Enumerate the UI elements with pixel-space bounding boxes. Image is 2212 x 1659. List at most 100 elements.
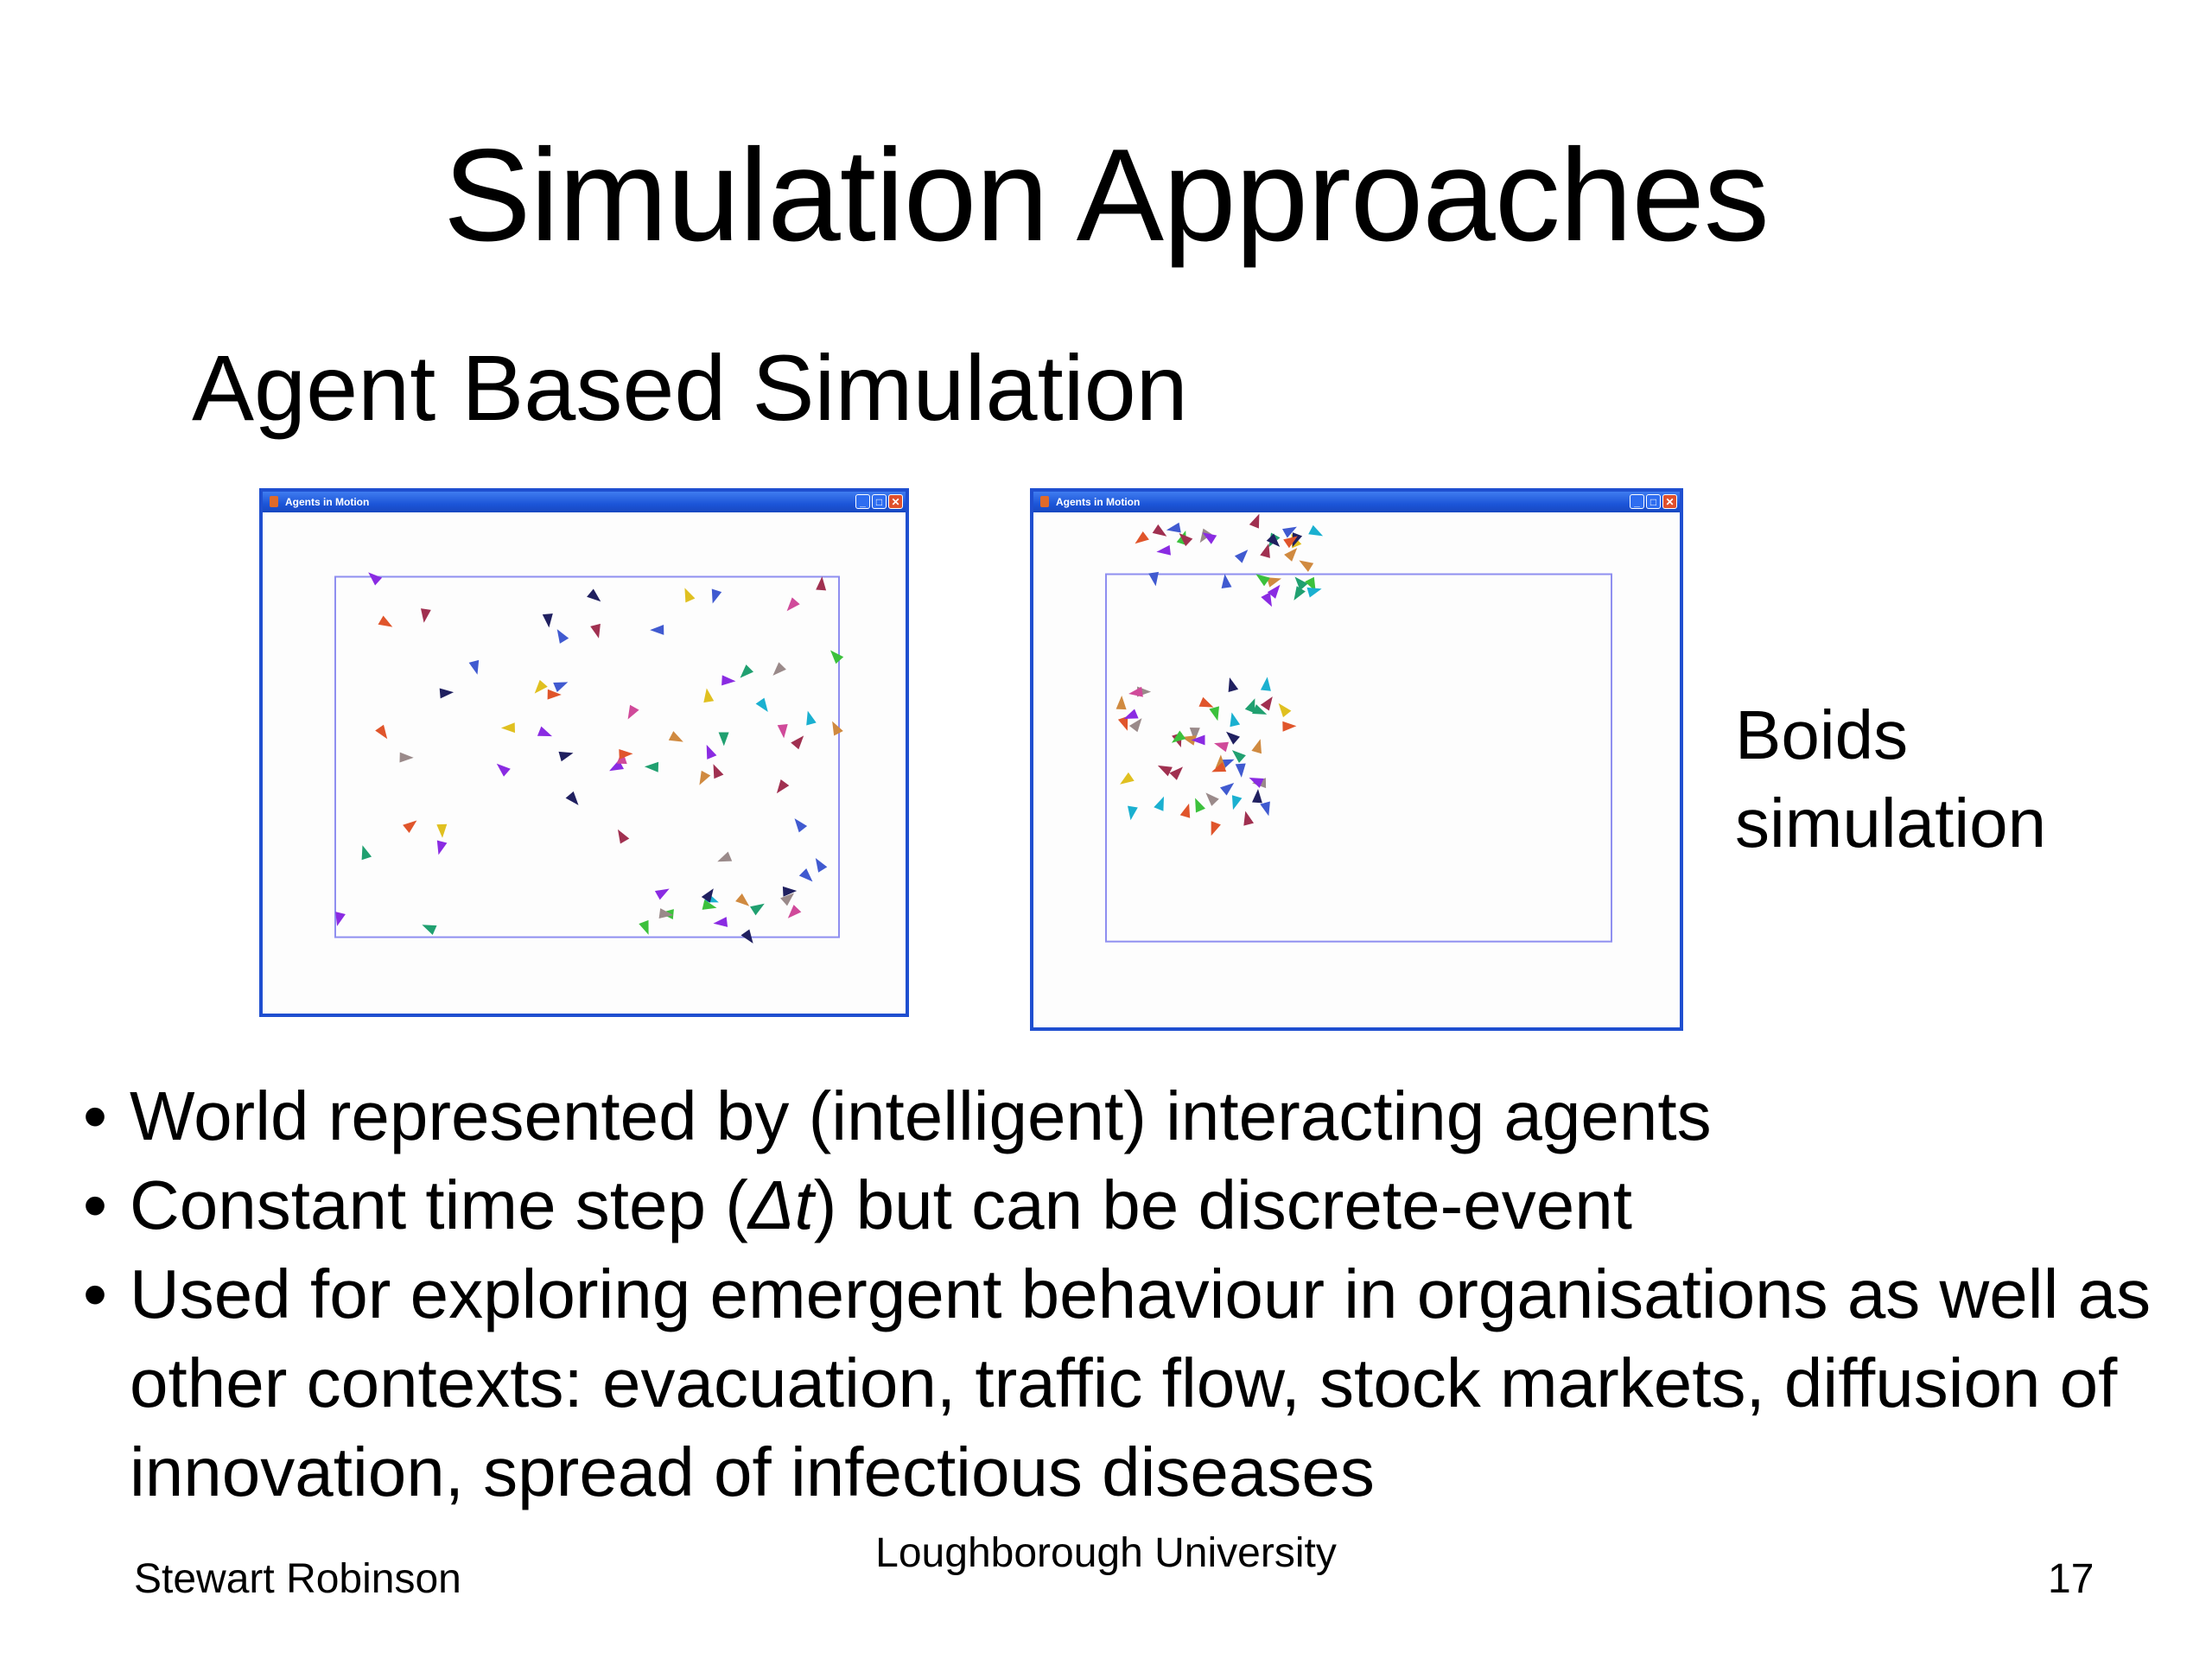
agent-triangle (421, 608, 431, 623)
agent-triangle (1267, 584, 1281, 599)
agent-triangle (1284, 548, 1298, 562)
agent-triangle (815, 858, 828, 873)
maximize-icon[interactable]: □ (872, 494, 887, 509)
agent-triangle (399, 752, 414, 763)
agent-triangle (1211, 821, 1221, 836)
agent-triangle (794, 818, 808, 833)
agent-triangle (699, 770, 711, 785)
agent-triangle (1231, 750, 1246, 764)
agent-triangle (378, 615, 393, 627)
agent-triangle (1157, 765, 1173, 777)
agent-triangle (750, 903, 765, 916)
agent-triangle (772, 662, 786, 676)
agent-triangle (1116, 695, 1127, 710)
agent-triangle (718, 732, 729, 747)
agent-triangle (711, 588, 722, 604)
agent-triangle (335, 912, 346, 926)
agent-triangle (816, 576, 827, 591)
agent-triangle (496, 763, 511, 777)
agent-triangle (1179, 803, 1191, 818)
minimize-icon[interactable]: _ (855, 494, 870, 509)
agent-triangle (1123, 709, 1139, 719)
agent-triangle (1172, 730, 1186, 743)
agent-triangle (587, 588, 601, 602)
agent-triangle (1226, 731, 1240, 745)
agent-triangle (740, 664, 753, 678)
bullet-list: World represented by (intelligent) inter… (78, 1071, 2186, 1516)
agent-triangle (654, 888, 670, 900)
agent-triangle (650, 625, 664, 635)
simulation-svg (334, 572, 844, 944)
agent-triangle (1154, 796, 1164, 811)
agent-triangle (832, 721, 843, 736)
agent-triangle (668, 731, 683, 742)
agent-triangle (1305, 576, 1316, 592)
agent-triangle (1195, 798, 1205, 813)
agent-triangle (542, 613, 553, 628)
agent-triangle (777, 724, 788, 739)
window-titlebar[interactable]: Agents in Motion _ □ ✕ (263, 492, 906, 512)
bullet-item: World represented by (intelligent) inter… (78, 1071, 2186, 1160)
bullet-text: Constant time step ( (130, 1166, 748, 1243)
agent-triangle (1202, 532, 1217, 544)
agent-triangle (1234, 550, 1249, 563)
bullet-italic: Δt (747, 1166, 814, 1243)
agent-triangle (713, 764, 724, 779)
agent-triangle (1231, 795, 1243, 810)
agent-triangle (1191, 734, 1205, 746)
agent-triangle (1198, 696, 1214, 708)
agent-triangle (1148, 571, 1159, 587)
bullet-text-suffix: ) but can be discrete-event (813, 1166, 1632, 1243)
window-title: Agents in Motion (285, 496, 370, 508)
window-controls: _ □ ✕ (1630, 494, 1677, 509)
maximize-icon[interactable]: □ (1646, 494, 1661, 509)
agent-triangle (1244, 698, 1255, 714)
world-boundary (1105, 573, 1612, 943)
app-icon (270, 496, 278, 507)
agent-triangle (755, 697, 768, 713)
minimize-icon[interactable]: _ (1630, 494, 1644, 509)
agent-swarm (335, 572, 844, 944)
agent-triangle (1179, 532, 1193, 547)
agent-triangle (1260, 801, 1270, 817)
agent-triangle (717, 851, 733, 862)
slide-number: 17 (2048, 1556, 2094, 1602)
agent-triangle (1135, 531, 1149, 544)
agent-triangle (1120, 772, 1135, 785)
agent-triangle (439, 688, 454, 699)
agent-triangle (1169, 766, 1183, 780)
agent-triangle (1221, 574, 1232, 589)
agent-triangle (706, 744, 717, 760)
agents-window-scattered: Agents in Motion _ □ ✕ (259, 488, 909, 1017)
agent-triangle (713, 917, 728, 927)
agent-triangle (1214, 741, 1229, 753)
agent-triangle (534, 679, 548, 694)
window-titlebar[interactable]: Agents in Motion _ □ ✕ (1033, 492, 1680, 512)
agent-triangle (565, 791, 579, 805)
footer-institution: Loughborough University (875, 1530, 1337, 1576)
close-icon[interactable]: ✕ (1662, 494, 1677, 509)
agent-triangle (500, 722, 515, 734)
agent-triangle (776, 779, 790, 794)
simulation-svg (1105, 513, 1612, 943)
agent-triangle (1266, 533, 1281, 547)
agent-triangle (1252, 704, 1268, 715)
app-icon (1040, 496, 1049, 507)
bullet-text: Used for exploring emergent behaviour in… (130, 1255, 2152, 1510)
agent-triangle (1228, 677, 1239, 693)
agent-triangle (618, 829, 630, 844)
agent-triangle (590, 623, 601, 639)
agent-triangle (1260, 677, 1271, 691)
agent-triangle (403, 820, 417, 834)
simulation-canvas (1033, 512, 1680, 1027)
agent-triangle (1255, 574, 1270, 587)
agent-triangle (1209, 706, 1219, 721)
agent-triangle (798, 868, 813, 882)
agent-triangle (830, 650, 844, 664)
agent-triangle (1117, 715, 1128, 731)
agent-triangle (553, 682, 569, 692)
agent-triangle (1249, 513, 1260, 529)
agent-triangle (1267, 577, 1281, 588)
close-icon[interactable]: ✕ (888, 494, 903, 509)
agent-triangle (1189, 728, 1200, 742)
